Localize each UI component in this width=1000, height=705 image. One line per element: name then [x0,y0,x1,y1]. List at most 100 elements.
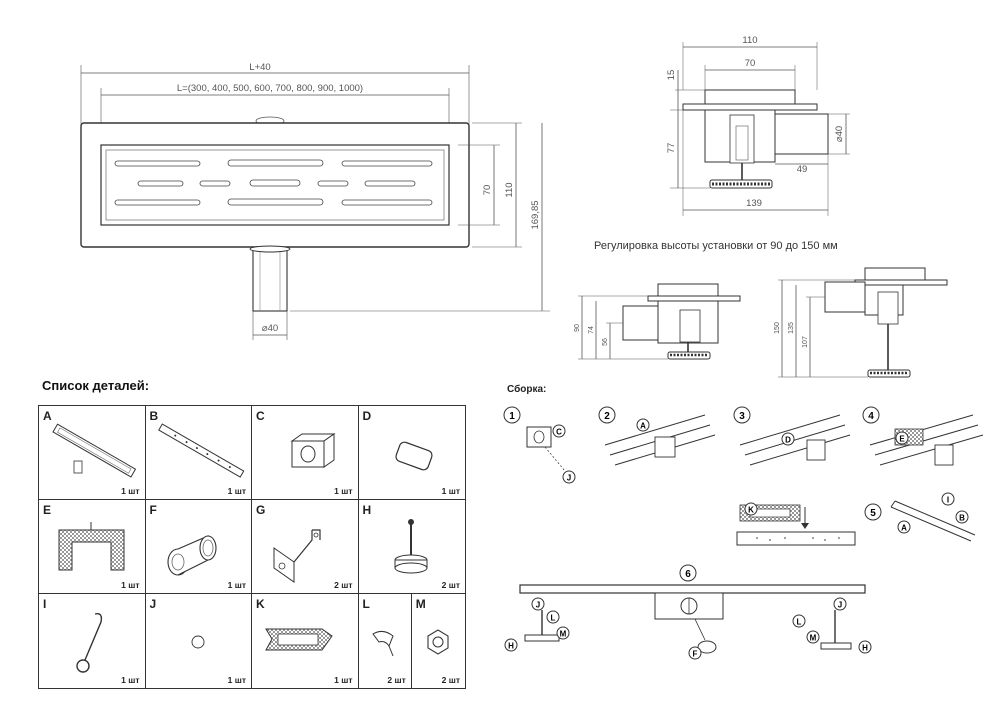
assembly-step-2: 2 A [598,406,716,466]
part-letter: I [43,597,47,611]
part-qty: 1 шт [227,486,246,496]
part-cell-lm: L 2 шт M 2 шт [359,594,466,688]
dim-min-74: 74 [588,326,595,334]
part-letter: D [362,409,372,423]
callout-h-right: H [862,644,868,653]
dim-max-135: 135 [788,322,795,334]
step-number: 5 [870,508,876,519]
height-adjust-caption: Регулировка высоты установки от 90 до 15… [594,240,838,252]
part-cell-h: H 2 шт [358,500,465,594]
part-cell-j: J 1 шт [146,594,252,688]
mounting-bracket-icon [273,529,321,583]
part-qty: 2 шт [441,675,460,685]
assembly-step-1: 1 C J [503,406,576,484]
part-qty: 1 шт [334,675,353,685]
step-number: 2 [604,411,610,422]
part-cell-l: L 2 шт [359,594,412,688]
part-qty: 1 шт [121,675,140,685]
height-max-drawing: 150 135 107 [774,267,948,378]
leveling-foot-icon [394,519,427,574]
part-qty: 1 шт [334,486,353,496]
dim-h15: 15 [666,70,677,81]
dim-length-options: L=(300, 400, 500, 600, 700, 800, 900, 10… [177,83,363,94]
callout-m-right: M [810,634,817,643]
part-qty: 1 шт [227,580,246,590]
part-cell-b: B 1 шт [145,406,252,500]
part-cell-k: K 1 шт [252,594,359,688]
dim-w139: 139 [746,198,762,209]
part-letter: C [256,409,265,423]
step-number: 6 [685,569,691,580]
callout-l-right: L [797,618,802,627]
part-cell-g: G 2 шт [252,500,359,594]
assembly-step-3: 3 D [733,406,851,466]
parts-title: Список деталей: [42,378,150,393]
dim-max-107: 107 [802,336,809,348]
part-qty: 2 шт [387,675,406,685]
dim-h110: 110 [504,182,515,197]
outlet-pipe-icon [166,535,217,576]
assembly-title: Сборка: [507,384,547,395]
part-qty: 1 шт [441,486,460,496]
part-qty: 1 шт [121,580,140,590]
part-qty: 2 шт [441,580,460,590]
grate-icon [157,423,244,478]
part-letter: B [149,409,159,423]
siphon-body-icon [290,433,336,468]
part-letter: K [256,597,265,611]
dim-outlet: ⌀40 [262,323,278,334]
dim-d40: ⌀40 [834,126,845,142]
section-view-drawing: 110 70 ⌀40 49 15 77 139 [666,35,850,216]
clip-icon [371,630,394,657]
callout-h-left: H [508,642,514,651]
hook-icon [76,612,103,673]
callout-f: F [693,650,698,659]
callout-a: A [640,422,646,431]
assembly-step-k: K [736,502,856,546]
callout-j-left: J [536,601,540,610]
part-cell-d: D 1 шт [358,406,465,500]
parts-table: A 1 шт B 1 шт C [38,405,466,689]
part-letter: F [149,503,157,517]
callout-c: C [556,428,562,437]
assembly-step-4: 4 E [862,406,984,466]
dim-max-150: 150 [774,322,781,334]
plug-icon [394,441,433,471]
part-letter: J [149,597,157,611]
channel-drain-icon [52,423,137,478]
height-min-drawing: 90 74 56 [574,283,741,360]
assembly-step-5: 5 I B A [864,492,976,542]
step-number: 4 [868,411,874,422]
dim-h70: 70 [482,185,493,196]
dim-total-length: L+40 [249,62,270,73]
assembly-drawing: 1 C J 2 A 3 D 4 E [503,406,984,660]
part-letter: M [415,597,426,611]
callout-k: K [748,506,754,515]
part-letter: L [362,597,370,611]
part-cell-a: A 1 шт [39,406,146,500]
washer-icon [191,635,204,649]
assembly-step-6: 6 F J L M H J L M H [504,564,872,660]
callout-i: I [947,496,949,505]
part-letter: A [43,409,52,423]
top-view-drawing: L+40 L=(300, 400, 500, 600, 700, 800, 90… [80,62,550,340]
part-cell-i: I 1 шт [39,594,146,688]
part-letter: G [256,503,266,517]
nut-icon [427,629,449,655]
mesh-filter-icon [58,522,125,571]
callout-l-left: L [551,614,556,623]
part-qty: 2 шт [334,580,353,590]
part-qty: 1 шт [227,675,246,685]
callout-m-left: M [560,630,567,639]
dim-h169: 169,85 [530,200,541,229]
dim-min-56: 56 [602,338,609,346]
part-cell-f: F 1 шт [145,500,252,594]
dim-w70: 70 [745,58,756,69]
callout-j-right: J [838,601,842,610]
dim-min-90: 90 [574,324,581,332]
part-letter: H [362,503,372,517]
callout-a2: A [901,524,907,533]
part-letter: E [43,503,52,517]
callout-e: E [899,435,905,444]
step-number: 3 [739,411,745,422]
